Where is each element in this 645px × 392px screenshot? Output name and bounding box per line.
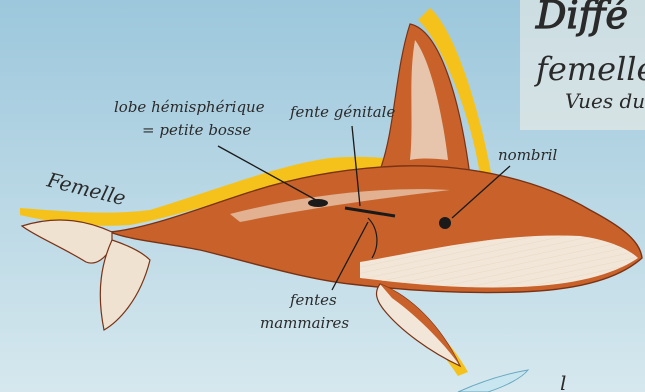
title-line1: Diffé <box>535 0 628 37</box>
genital-label: fente génitale <box>289 103 395 121</box>
mammary-label-line2: mammaires <box>260 314 349 332</box>
corner-text: l <box>560 371 566 392</box>
lobe-label-line1: lobe hémisphérique <box>114 98 265 116</box>
navel-label: nombril <box>498 146 557 164</box>
lobe-label-line2: = petite bosse <box>142 121 251 139</box>
mammary-label-line1: fentes <box>289 291 337 309</box>
hemispheric-lobe <box>308 199 328 207</box>
title-line3: Vues du <box>565 89 645 113</box>
title-line2: femelle <box>534 50 645 88</box>
navel <box>439 217 451 229</box>
